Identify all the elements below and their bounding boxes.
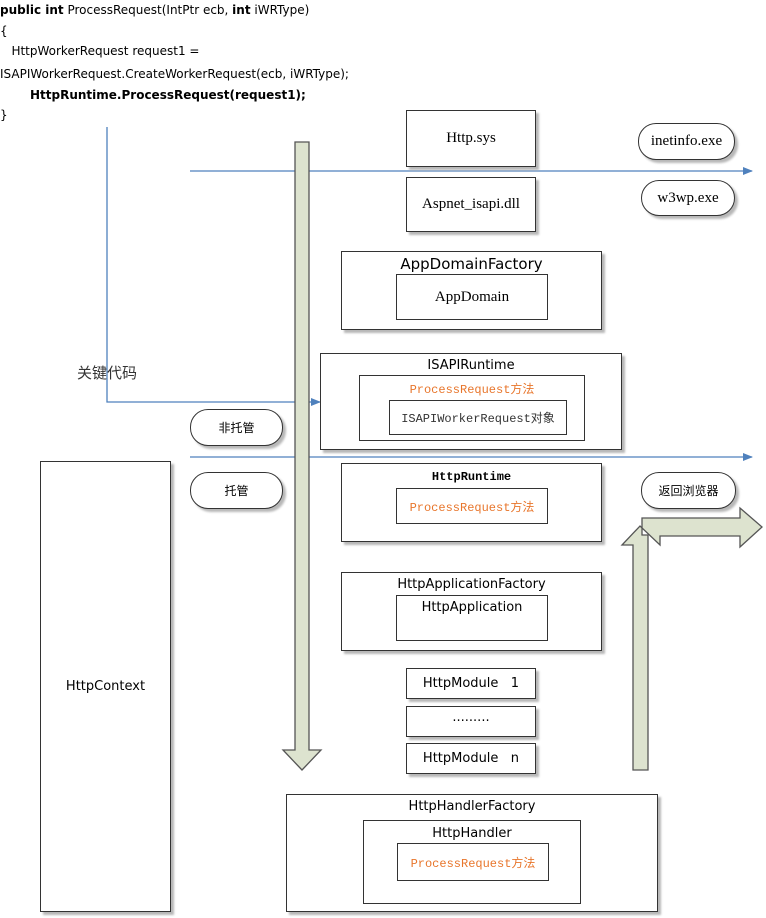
code-text: ProcessRequest(IntPtr ecb, (63, 3, 233, 17)
aspnet-isapi-box: Aspnet_isapi.dll (406, 177, 536, 232)
http-module-1-label: HttpModule 1 (422, 676, 520, 691)
http-runtime-label: HttpRuntime (431, 470, 512, 484)
http-application-factory-box: HttpApplicationFactory HttpApplication (341, 572, 602, 651)
http-module-1-box: HttpModule 1 (406, 668, 536, 699)
http-module-dots-label: ········· (452, 714, 490, 729)
http-application-factory-label: HttpApplicationFactory (397, 577, 546, 592)
code-text: iWRType) (250, 3, 310, 17)
inetinfo-process-pill: inetinfo.exe (638, 123, 735, 160)
http-sys-label: Http.sys (446, 130, 496, 146)
isapi-runtime-label: ISAPIRuntime (427, 358, 515, 373)
http-runtime-box: HttpRuntime ProcessRequest方法 (341, 463, 602, 542)
code-line-6: } (0, 108, 8, 122)
request-flow-down-arrow (281, 141, 323, 771)
unmanaged-label: 非托管 (218, 421, 255, 435)
appdomain-factory-label: AppDomainFactory (400, 255, 543, 273)
code-line-1: public int ProcessRequest(IntPtr ecb, in… (0, 2, 309, 18)
return-browser-pill: 返回浏览器 (641, 472, 736, 509)
isapi-runtime-box: ISAPIRuntime ProcessRequest方法 ISAPIWorke… (320, 353, 622, 450)
inetinfo-label: inetinfo.exe (650, 133, 723, 149)
http-module-n-box: HttpModule n (406, 743, 536, 774)
http-handler-process-request-label: ProcessRequest方法 (410, 856, 536, 871)
http-handler-factory-label: HttpHandlerFactory (408, 799, 536, 814)
code-keyword: public int (0, 3, 64, 17)
managed-label: 托管 (224, 484, 249, 498)
aspnet-isapi-label: Aspnet_isapi.dll (422, 196, 520, 212)
key-code-connector (106, 127, 321, 406)
appdomain-factory-box: AppDomainFactory AppDomain (341, 251, 602, 330)
w3wp-process-pill: w3wp.exe (641, 180, 735, 216)
unmanaged-pill: 非托管 (190, 409, 283, 446)
http-runtime-process-request-label: ProcessRequest方法 (409, 500, 535, 515)
http-application-box: HttpApplication (396, 595, 548, 641)
http-handler-label: HttpHandler (432, 826, 512, 841)
http-sys-box: Http.sys (406, 110, 536, 167)
http-module-n-label: HttpModule n (422, 751, 520, 766)
w3wp-label: w3wp.exe (657, 189, 719, 206)
isapi-worker-request-label: ISAPIWorkerRequest对象 (401, 412, 555, 426)
managed-pill: 托管 (190, 472, 283, 509)
appdomain-label: AppDomain (434, 288, 510, 305)
code-keyword: int (232, 3, 251, 17)
http-handler-process-request-box: ProcessRequest方法 (397, 843, 549, 881)
isapi-process-request-box: ProcessRequest方法 ISAPIWorkerRequest对象 (359, 375, 585, 441)
http-handler-box: HttpHandler ProcessRequest方法 (363, 820, 581, 904)
code-line-4: ISAPIWorkerRequest.CreateWorkerRequest(e… (0, 67, 349, 81)
http-context-box: HttpContext (40, 461, 171, 912)
isapi-process-request-label: ProcessRequest方法 (409, 383, 535, 397)
return-flow-arrow (620, 506, 763, 771)
http-module-dots-box: ········· (406, 706, 536, 737)
http-application-label: HttpApplication (421, 600, 523, 615)
code-line-3: HttpWorkerRequest request1 = (0, 44, 200, 58)
code-line-2: { (0, 24, 8, 38)
key-code-label: 关键代码 (77, 365, 138, 382)
code-line-5: HttpRuntime.ProcessRequest(request1); (30, 88, 306, 102)
appdomain-box: AppDomain (396, 274, 548, 320)
return-browser-label: 返回浏览器 (658, 484, 719, 498)
isapi-worker-request-box: ISAPIWorkerRequest对象 (389, 400, 567, 435)
http-context-label: HttpContext (65, 679, 146, 694)
http-handler-factory-box: HttpHandlerFactory HttpHandler ProcessRe… (286, 794, 658, 912)
http-runtime-process-request-box: ProcessRequest方法 (396, 488, 548, 524)
